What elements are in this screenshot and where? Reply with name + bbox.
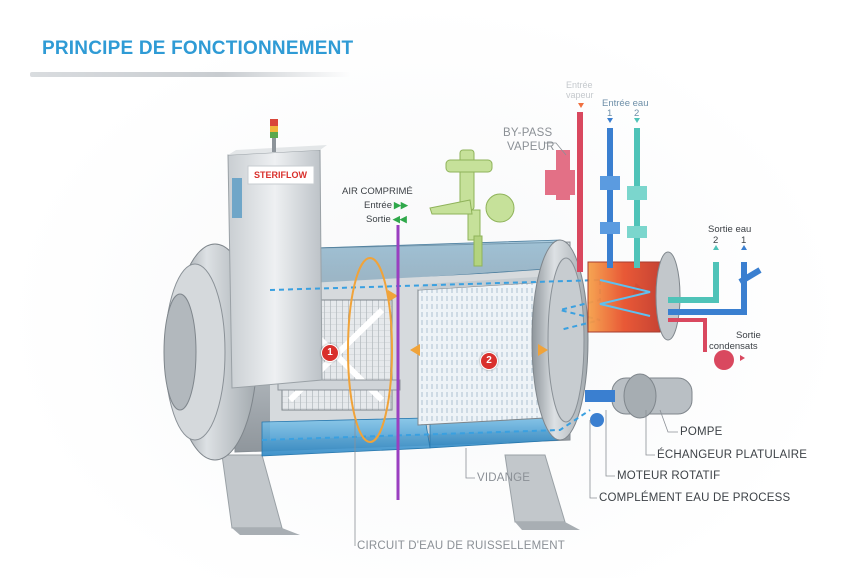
label-sortie-eau: Sortie eau — [708, 224, 752, 235]
label-circuit-eau: CIRCUIT D'EAU DE RUISSELLEMENT — [357, 540, 565, 552]
zone-badge-1: 1 — [321, 344, 339, 362]
water-inlet-2-pipe — [627, 128, 647, 268]
arrow-right-icon — [740, 355, 745, 361]
steriflow-logo: STERIFLOW — [254, 170, 307, 180]
title-underline — [30, 72, 350, 77]
arrow-up-icon — [741, 245, 747, 250]
water-inlet-1-pipe — [600, 128, 620, 268]
label-air-entree-text: Entrée — [364, 200, 392, 211]
compressed-air-unit — [429, 149, 515, 267]
condensate-outlet — [668, 318, 734, 370]
zone-badge-2: 2 — [480, 352, 498, 370]
steam-inlet-pipe — [545, 112, 583, 272]
label-complement-eau: COMPLÉMENT EAU DE PROCESS — [599, 492, 791, 504]
arrow-up-icon — [713, 245, 719, 250]
label-sortie-eau-2: 2 — [713, 235, 719, 246]
label-air-sortie-text: Sortie — [366, 214, 391, 225]
double-arrow-left-icon: ◀◀ — [392, 214, 407, 224]
double-arrow-right-icon: ▶▶ — [394, 200, 408, 210]
water-outlet-pipes — [668, 262, 762, 315]
arrow-down-icon — [607, 118, 613, 123]
label-vidange: VIDANGE — [477, 472, 531, 484]
label-air-comprime: AIR COMPRIMÉ — [342, 186, 413, 197]
arrow-down-icon — [578, 103, 584, 108]
front-door — [163, 243, 258, 461]
label-pompe: POMPE — [680, 426, 723, 438]
label-entree-eau-2: 2 — [634, 108, 640, 119]
label-moteur-rotatif: MOTEUR ROTATIF — [617, 470, 721, 482]
arrow-down-icon — [634, 118, 640, 123]
label-entree-eau: Entrée eau — [602, 98, 649, 109]
label-entree-vapeur-line2: vapeur — [566, 90, 594, 100]
control-cabinet — [227, 119, 327, 389]
plate-heat-exchanger — [587, 251, 681, 341]
pump-assembly — [585, 373, 693, 427]
support-legs — [221, 454, 580, 535]
label-echangeur-platulaire: ÉCHANGEUR PLATULAIRE — [657, 449, 808, 461]
label-entree-vapeur-line1: Entrée — [566, 80, 593, 90]
label-air-sortie: Sortie◀◀ — [366, 214, 407, 225]
page-title: PRINCIPE DE FONCTIONNEMENT — [42, 38, 354, 59]
label-air-entree: Entrée▶▶ — [364, 200, 408, 211]
label-sortie-condensats-line2: condensats — [709, 341, 758, 352]
leader-lines — [354, 142, 678, 546]
basket-right — [417, 276, 552, 426]
internal-flow-arrows — [388, 290, 548, 356]
label-bypass-line1: BY-PASS — [503, 127, 553, 139]
label-sortie-condensats-line1: Sortie — [736, 330, 761, 341]
label-entree-eau-1: 1 — [607, 108, 613, 119]
label-sortie-eau-1: 1 — [741, 235, 747, 246]
label-bypass-line2: VAPEUR — [507, 141, 555, 153]
rear-cap — [531, 239, 589, 441]
